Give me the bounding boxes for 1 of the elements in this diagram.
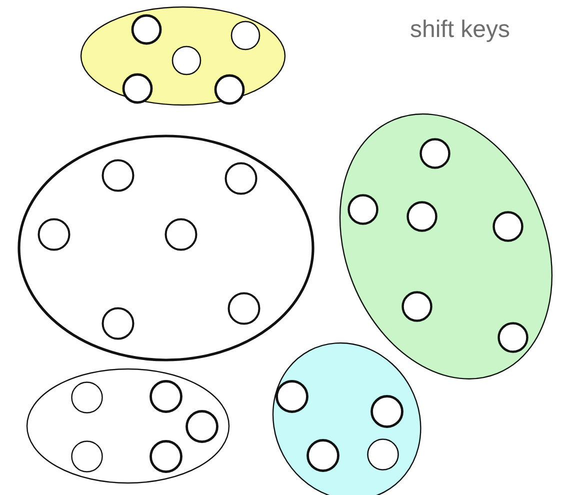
note-text: shift keys xyxy=(410,16,510,44)
